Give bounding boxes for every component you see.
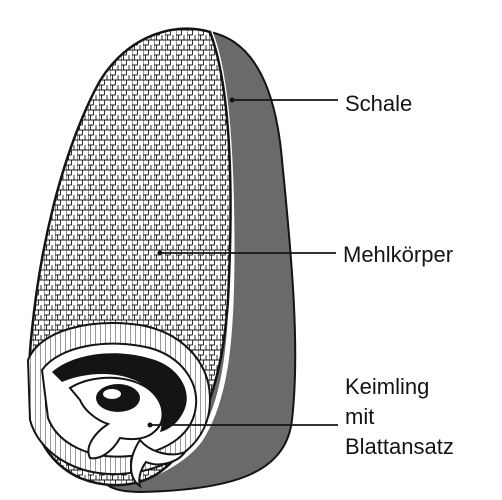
label-keimling-line1: Keimling (345, 372, 454, 402)
embryo-core (96, 384, 140, 412)
label-keimling-line2: mit (345, 402, 454, 432)
leader-dot-keimling (148, 423, 153, 428)
label-keimling-group: Keimling mit Blattansatz (345, 372, 454, 462)
label-schale: Schale (345, 89, 412, 119)
label-mehlkoerper: Mehlkörper (343, 240, 453, 270)
leader-dot-schale (230, 98, 235, 103)
leader-dot-mehlkoerper (158, 251, 163, 256)
label-keimling-line3: Blattansatz (345, 432, 454, 462)
embryo-core-highlight (103, 389, 121, 399)
